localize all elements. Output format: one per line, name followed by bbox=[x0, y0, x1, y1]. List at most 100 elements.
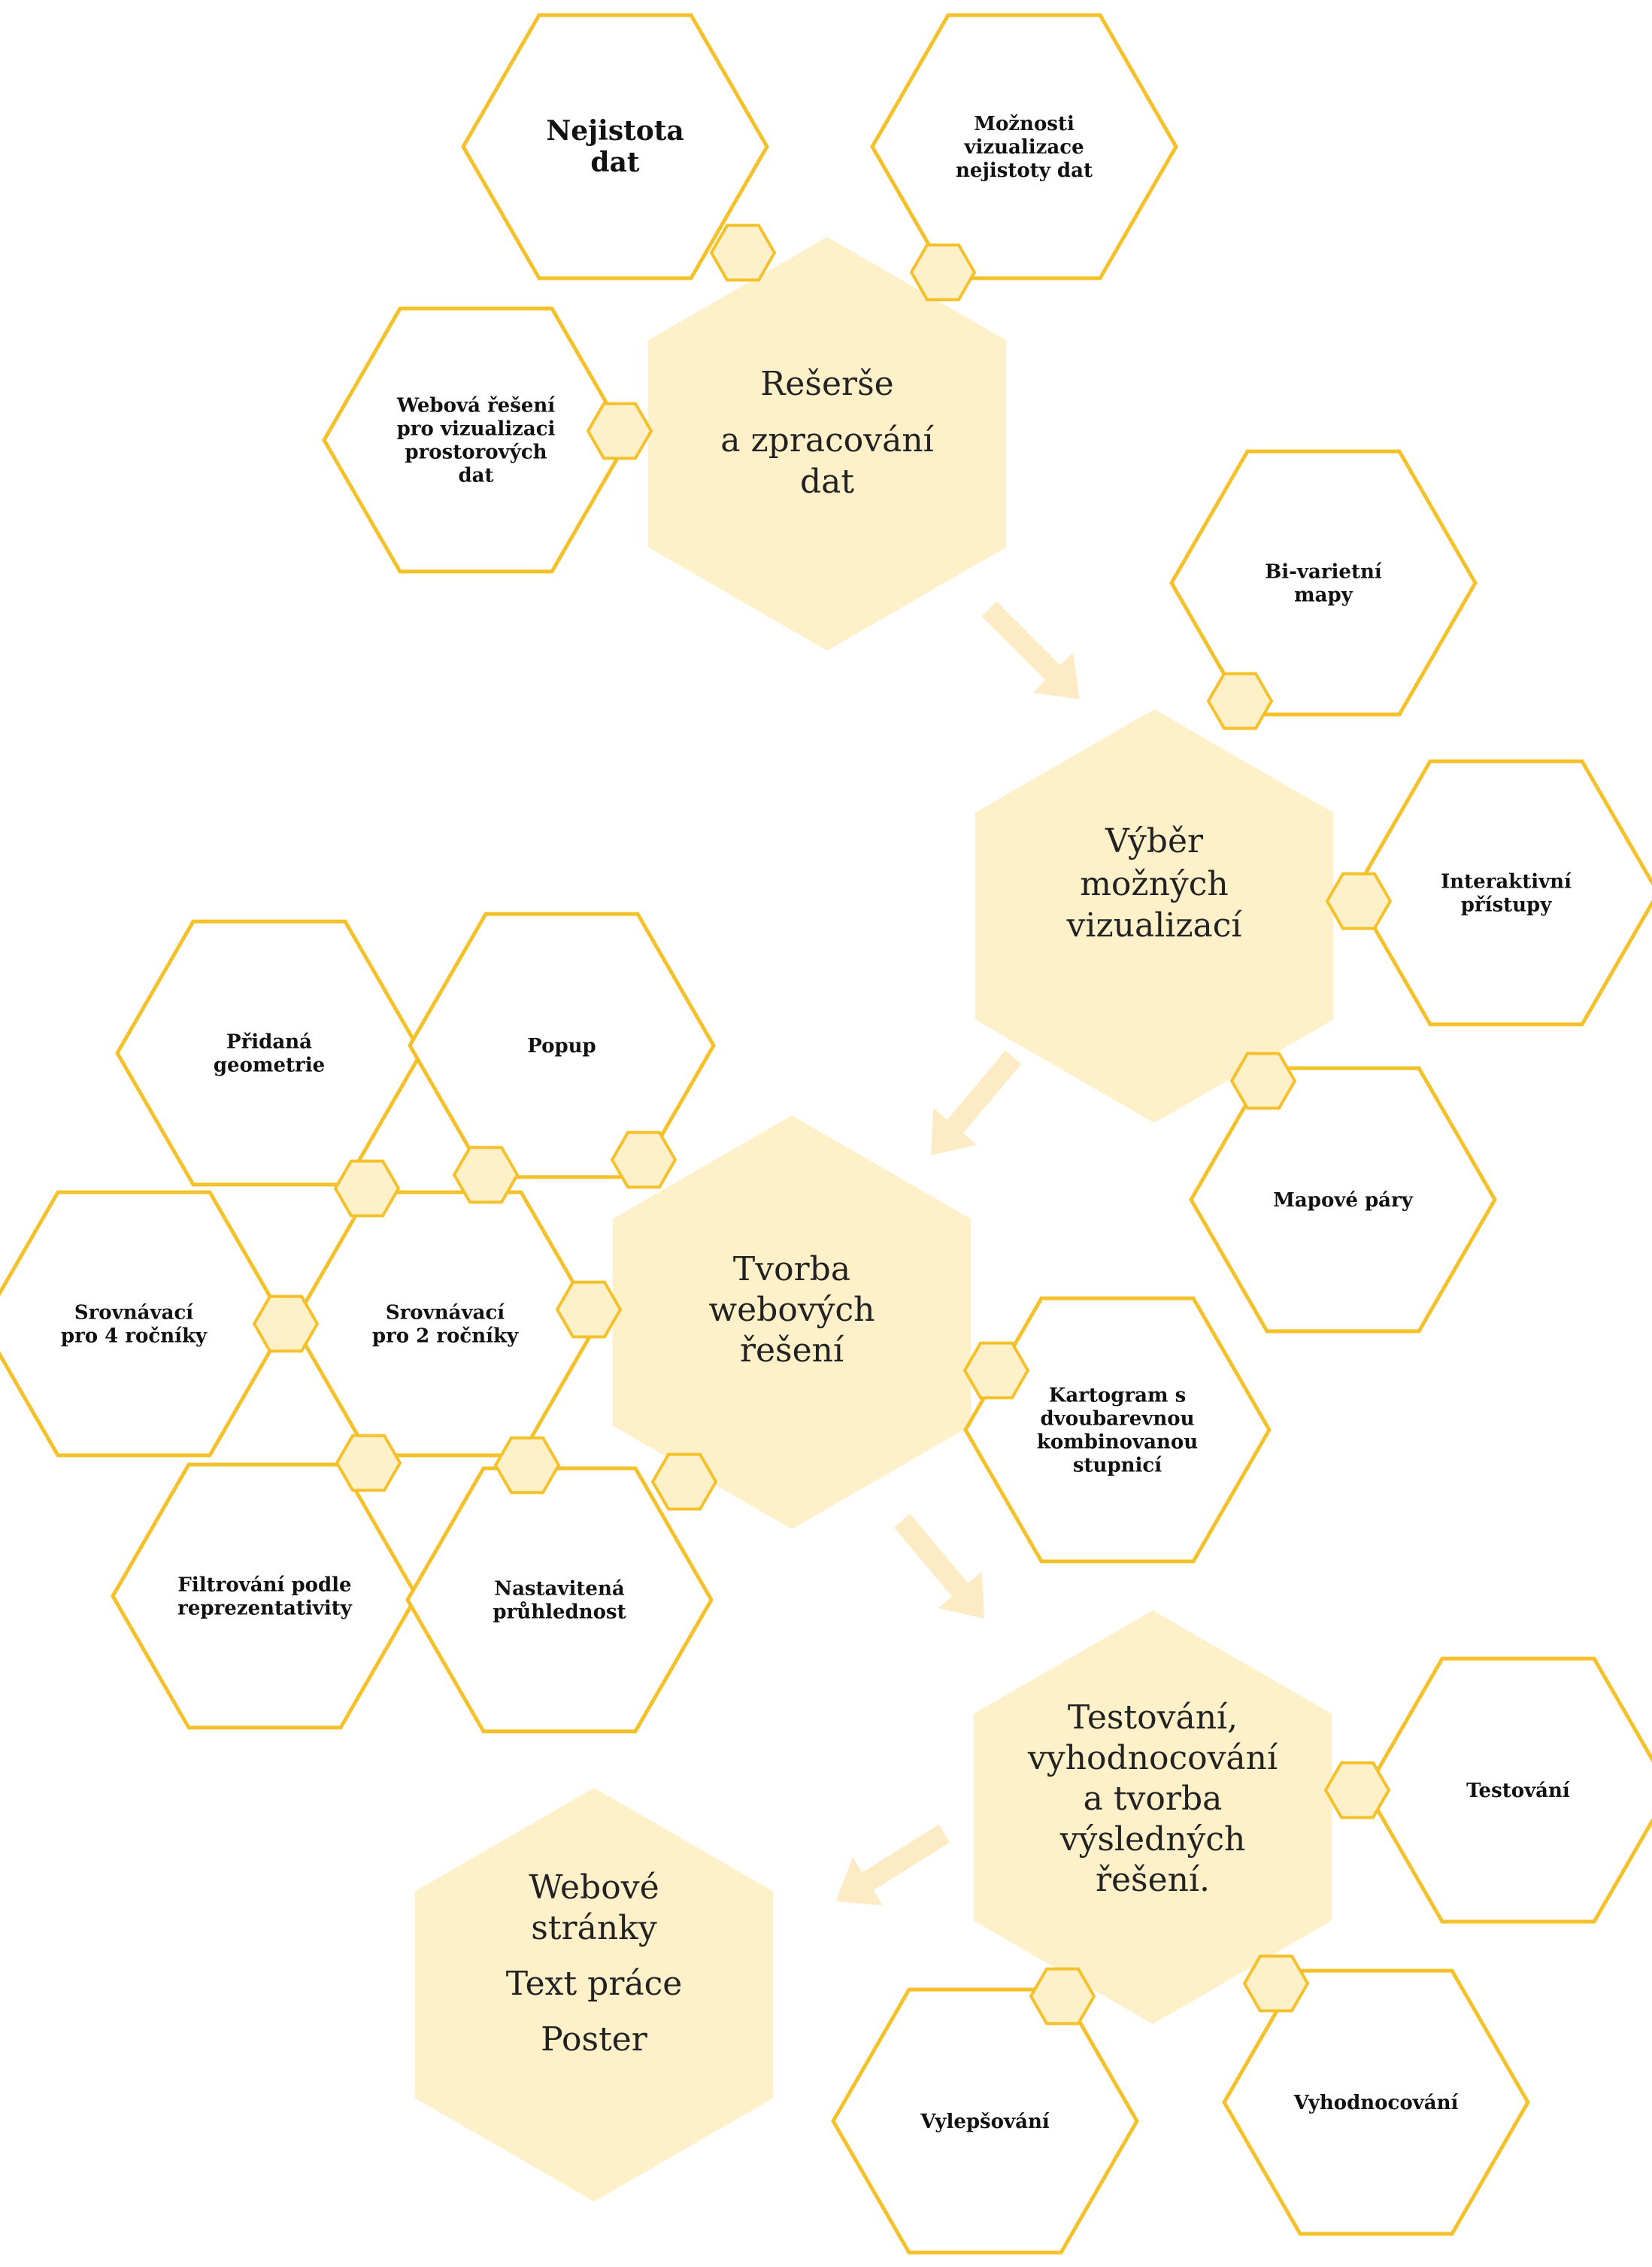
flow-arrow bbox=[931, 1050, 1022, 1155]
main-hexagon bbox=[973, 1610, 1332, 2024]
satellite-label: kombinovanou bbox=[1037, 1431, 1198, 1454]
satellite-label: pro 2 ročníky bbox=[372, 1325, 519, 1348]
satellite-label: Přidaná bbox=[226, 1031, 312, 1054]
connector-hexagon bbox=[1242, 1954, 1310, 2013]
main-node-label: Poster bbox=[541, 2020, 648, 2059]
main-hexagon bbox=[647, 237, 1007, 651]
satellite-label: mapy bbox=[1294, 584, 1353, 607]
satellite-label: Srovnávací bbox=[74, 1302, 193, 1325]
satellite-label: Kartogram s bbox=[1049, 1385, 1186, 1407]
satellite-label: pro vizualizaci bbox=[397, 418, 556, 441]
connector-hexagon bbox=[335, 1434, 402, 1492]
satellite-node-mapove: Mapové páry bbox=[1189, 1066, 1497, 1334]
main-node-label: dat bbox=[800, 463, 854, 501]
main-node-label: Text práce bbox=[506, 1965, 683, 2003]
satellite-label: průhlednost bbox=[493, 1601, 626, 1624]
main-node-label: řešení. bbox=[1096, 1861, 1210, 1899]
main-node-label: Výběr bbox=[1105, 822, 1204, 860]
connector-hexagon bbox=[1323, 1761, 1391, 1819]
satellite-hexagon bbox=[963, 1296, 1272, 1564]
flow-arrow bbox=[835, 1824, 950, 1906]
satellite-hexagon bbox=[0, 1190, 288, 1458]
satellite-node-testovani: Testování bbox=[1364, 1656, 1652, 1924]
connector-hexagon bbox=[555, 1280, 623, 1339]
main-hexagon bbox=[414, 1788, 774, 2202]
main-node-label: výsledných bbox=[1059, 1820, 1246, 1859]
main-node-label: Testování, bbox=[1068, 1698, 1238, 1737]
main-node-label: a zpracování bbox=[720, 421, 934, 460]
connector-hexagon bbox=[252, 1294, 320, 1353]
arrows-layer bbox=[835, 601, 1080, 1906]
main-node-label: vyhodnocování bbox=[1027, 1739, 1278, 1777]
satellite-label: stupnicí bbox=[1073, 1455, 1162, 1477]
satellite-label: Interaktivní bbox=[1441, 871, 1572, 894]
satellite-hexagon bbox=[322, 306, 630, 574]
satellite-label: Nejistota bbox=[546, 115, 684, 147]
satellite-label: přístupy bbox=[1461, 894, 1552, 917]
satellite-label: Filtrování podle bbox=[177, 1574, 351, 1597]
main-hexagon bbox=[975, 709, 1334, 1123]
satellite-label: pro 4 ročníky bbox=[61, 1325, 208, 1348]
satellite-hexagon bbox=[1222, 1968, 1530, 2236]
satellite-hexagon bbox=[1169, 449, 1478, 717]
main-hexagon bbox=[612, 1115, 971, 1529]
satellite-hexagon bbox=[405, 1466, 714, 1734]
satellite-node-kartogram: Kartogram sdvoubarevnoukombinovanoustupn… bbox=[963, 1296, 1272, 1564]
satellite-label: Vyhodnocování bbox=[1293, 2092, 1459, 2114]
main-node-label: Tvorba bbox=[733, 1250, 850, 1288]
connector-hexagon bbox=[1029, 1967, 1096, 2026]
satellite-node-vylepsovani: Vylepšování bbox=[831, 1987, 1139, 2255]
satellite-label: Popup bbox=[527, 1035, 596, 1058]
satellite-label: Bi-varietní bbox=[1265, 561, 1382, 584]
main-node-label: vizualizací bbox=[1066, 906, 1243, 945]
satellite-node-popup: Popup bbox=[408, 912, 716, 1179]
flow-arrow bbox=[893, 1513, 984, 1619]
satellite-label: Webová řešení bbox=[396, 395, 555, 417]
connector-hexagon bbox=[1229, 1052, 1297, 1110]
connector-hexagon bbox=[1206, 672, 1274, 730]
satellite-label: vizualizace bbox=[963, 136, 1084, 159]
satellite-label: dat bbox=[590, 147, 639, 178]
connector-hexagon bbox=[610, 1130, 677, 1189]
connector-hexagon bbox=[586, 402, 653, 460]
main-node-label: webových bbox=[708, 1291, 874, 1329]
satellite-label: Vylepšování bbox=[920, 2111, 1050, 2133]
satellite-label: Srovnávací bbox=[386, 1302, 505, 1325]
satellite-label: geometrie bbox=[214, 1055, 325, 1077]
satellite-hexagon bbox=[461, 13, 769, 281]
satellite-label: nejistoty dat bbox=[956, 159, 1093, 182]
satellite-label: Mapové páry bbox=[1273, 1189, 1414, 1212]
connector-hexagon bbox=[452, 1146, 520, 1204]
connector-hexagon bbox=[493, 1436, 561, 1495]
connector-hexagon bbox=[962, 1341, 1030, 1400]
main-node-label: možných bbox=[1080, 865, 1229, 903]
satellite-hexagon bbox=[1189, 1066, 1497, 1334]
flow-arrow bbox=[981, 601, 1080, 700]
main-node-label: stránky bbox=[531, 1909, 657, 1947]
connector-hexagon bbox=[333, 1159, 401, 1218]
satellite-label: Nastavitená bbox=[494, 1578, 625, 1601]
satellite-label: reprezentativity bbox=[177, 1598, 353, 1620]
connector-hexagon bbox=[1325, 872, 1393, 930]
main-node-label: a tvorba bbox=[1084, 1780, 1223, 1818]
connector-hexagon bbox=[650, 1452, 718, 1511]
connectors-layer bbox=[252, 223, 1393, 2026]
satellite-label: Možnosti bbox=[974, 113, 1075, 135]
satellite-hexagon bbox=[870, 13, 1178, 281]
